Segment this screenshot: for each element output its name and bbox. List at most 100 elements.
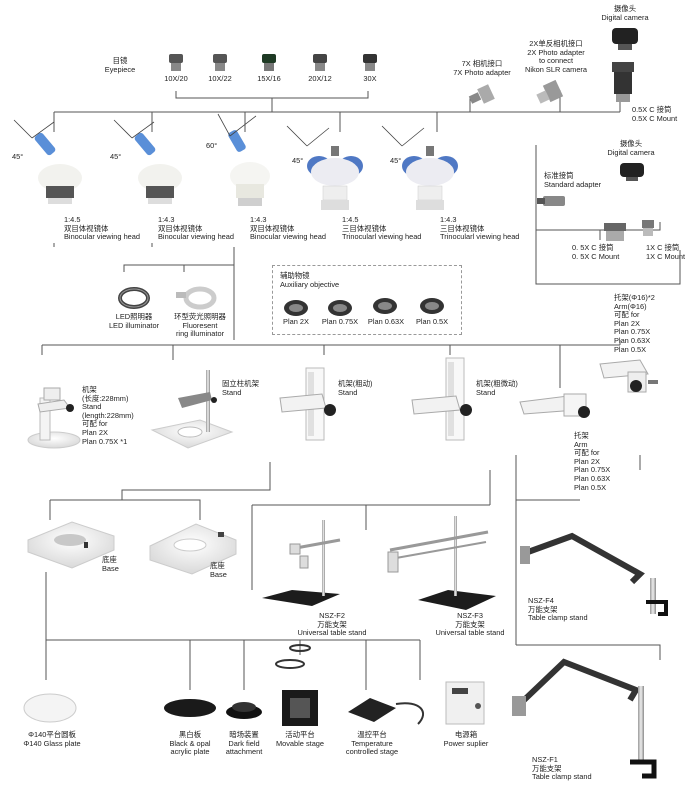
aux-label-4: Plan 0.5X [415,317,449,326]
head-angle-3: 60° [206,141,218,150]
cmount-1 [642,220,654,236]
camera-items [468,28,654,241]
aux-label-2: Plan 0.75X [321,317,359,326]
ring-illuminator [176,286,217,310]
nsz-f4 [520,532,668,616]
digital-camera-1 [612,28,638,50]
auxiliary-objective-box [272,265,462,335]
glass-plate [23,693,77,723]
eyepiece-3 [262,54,276,71]
acrylic-plate [164,699,216,717]
rings [275,644,311,669]
viewing-heads [13,113,458,210]
photo-adapter-2x [536,79,564,104]
temperature-stage [348,698,424,725]
stands [27,357,658,449]
led-illuminator [118,287,150,309]
viewing-head-2 [113,119,182,204]
digital-camera-2 [620,163,644,181]
eyepiece-label-3: 15X/16 [257,74,281,83]
viewing-head-3 [217,113,270,206]
arm [519,393,590,418]
bases [27,521,237,575]
stand-2 [150,370,234,449]
eyepieces [169,54,377,71]
eyepiece-label-5: 30X [363,74,377,83]
aux-label-1: Plan 2X [283,317,309,326]
head-angle-1: 45° [12,152,24,161]
viewing-head-1 [13,119,82,204]
standard-adapter [537,196,565,206]
eyepiece-label-1: 10X/20 [164,74,188,83]
eyepiece-4 [313,54,327,71]
power-supplier [445,681,485,725]
base-2 [149,523,237,575]
head-angle-2: 45° [110,152,122,161]
viewing-head-4 [286,125,363,210]
eyepiece-label-2: 10X/22 [208,74,232,83]
stand-3 [279,367,336,441]
head-angle-5: 45° [390,156,402,165]
auxiliary-objectives [284,298,444,316]
cmount-05-2 [604,223,626,241]
head-angle-4: 45° [292,156,304,165]
eyepiece-1 [169,54,183,71]
aux-plan-2x [284,300,308,316]
eyepiece-label-4: 20X/12 [308,74,332,83]
arm-16 [599,359,658,393]
aux-plan-05x [420,298,444,314]
nsz-f2 [262,520,341,606]
movable-stage [282,690,318,726]
cmount-05-1 [612,62,634,102]
viewing-head-5 [381,125,458,210]
aux-label-3: Plan 0.63X [367,317,405,326]
eyepiece-5 [363,54,377,71]
aux-plan-075x [328,300,352,316]
dark-field-attachment [226,702,262,719]
stand-4 [411,357,472,441]
accessories [23,644,485,726]
connector-lines [41,75,681,690]
photo-adapter-7x [468,84,495,104]
illuminators [118,286,217,310]
stand-1 [27,387,81,449]
nsz-f1 [512,658,657,779]
aux-plan-063x [373,298,397,314]
universal-stands [262,516,668,779]
eyepiece-2 [213,54,227,71]
nsz-f3 [387,516,496,610]
base-1 [27,521,115,569]
stand-3-label: 机架(粗动)Stand [338,379,373,397]
